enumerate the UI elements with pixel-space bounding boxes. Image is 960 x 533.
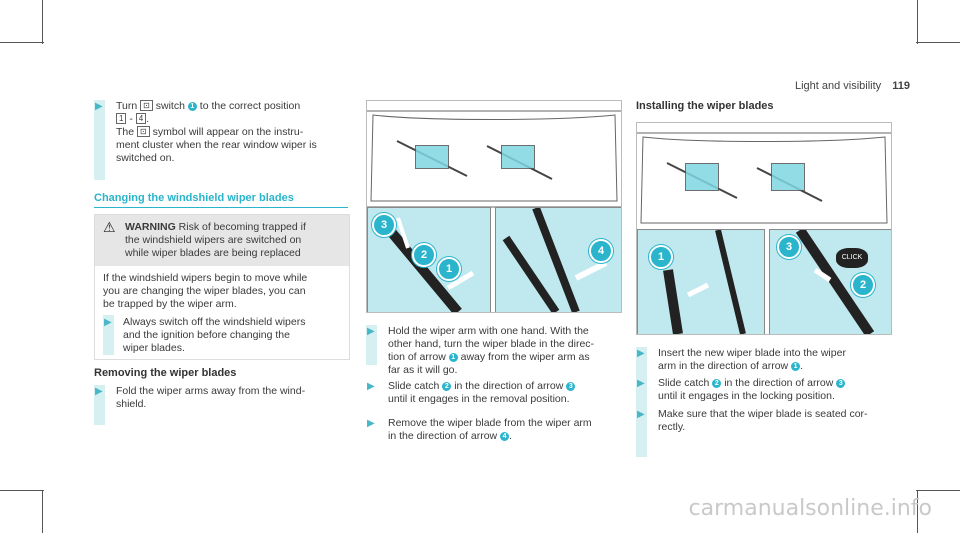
warning-step: Always switch off the windshield wipers … xyxy=(123,316,306,354)
step-bar xyxy=(103,315,114,355)
callout-4: 4 xyxy=(589,239,613,263)
windshield-illustration xyxy=(637,132,891,224)
warning-body: If the windshield wipers begin to move w… xyxy=(103,272,308,310)
step-insert-blade: Insert the new wiper blade into the wipe… xyxy=(658,347,846,372)
highlight-left-blade xyxy=(685,163,719,191)
ref-number-3: 3 xyxy=(836,379,846,388)
watermark: carmanualsonline.info xyxy=(688,496,932,521)
ref-number-2: 2 xyxy=(442,382,452,391)
section-name: Light and visibility xyxy=(794,80,882,92)
step-slide-catch: Slide catch 2 in the direction of arrow … xyxy=(658,377,890,403)
ref-number-3: 3 xyxy=(566,382,576,391)
click-burst: CLICK xyxy=(836,248,868,268)
highlight-right-blade xyxy=(771,163,805,191)
wiper-blade-illustration xyxy=(795,227,875,334)
step-bar xyxy=(94,385,105,425)
ref-number-1: 1 xyxy=(791,362,801,371)
crop-mark xyxy=(916,42,960,43)
wiper-blade-illustration xyxy=(502,206,608,312)
step-remove-blade: Remove the wiper blade from the wiper ar… xyxy=(388,417,592,442)
callout-1: 1 xyxy=(649,245,673,269)
callout-3: 3 xyxy=(777,235,801,259)
warning-header: ⚠ WARNING Risk of becoming trapped if th… xyxy=(95,215,349,266)
crop-mark xyxy=(917,0,918,44)
rear-wiper-icon: ⊡ xyxy=(140,100,153,111)
step-turn-switch: Turn ⊡ switch 1 to the correct position … xyxy=(116,100,317,164)
warning-triangle-icon: ⚠ xyxy=(103,219,116,235)
crop-mark xyxy=(42,0,43,44)
bullet-arrow-icon: ▶ xyxy=(95,386,103,397)
rear-wiper-icon: ⊡ xyxy=(137,126,150,137)
highlight-left-blade xyxy=(415,145,449,169)
step-bar xyxy=(366,325,377,365)
position-key-1: 1 xyxy=(116,113,127,124)
ref-number-1: 1 xyxy=(187,102,197,111)
crop-mark xyxy=(916,490,960,491)
step-bar xyxy=(94,100,105,180)
figure-removal: 3 2 1 4 xyxy=(366,100,622,313)
bullet-arrow-icon: ▶ xyxy=(367,418,375,429)
windshield-illustration xyxy=(367,110,621,208)
bullet-arrow-icon: ▶ xyxy=(637,409,645,420)
bullet-arrow-icon: ▶ xyxy=(637,348,645,359)
step-fold-arms: Fold the wiper arms away from the wind- … xyxy=(116,385,306,410)
callout-3: 3 xyxy=(372,213,396,237)
step-hold-arm: Hold the wiper arm with one hand. With t… xyxy=(388,325,595,376)
warning-label: WARNING xyxy=(125,221,176,233)
subsection-title: Installing the wiper blades xyxy=(636,100,774,112)
highlight-right-blade xyxy=(501,145,535,169)
bullet-arrow-icon: ▶ xyxy=(367,381,375,392)
section-title: Changing the windshield wiper blades xyxy=(94,192,294,204)
figure-installation: CLICK 1 3 2 xyxy=(636,122,892,335)
callout-2: 2 xyxy=(851,273,875,297)
step-check-seated: Make sure that the wiper blade is seated… xyxy=(658,408,868,433)
bullet-arrow-icon: ▶ xyxy=(637,378,645,389)
bullet-arrow-icon: ▶ xyxy=(104,317,112,328)
crop-mark xyxy=(42,490,43,533)
subsection-title: Removing the wiper blades xyxy=(94,367,237,379)
callout-1: 1 xyxy=(437,257,461,281)
ref-number-2: 2 xyxy=(712,379,722,388)
running-header: Light and visibility 119 xyxy=(795,80,910,92)
crop-mark xyxy=(917,490,918,533)
wiper-blade-illustration xyxy=(384,217,475,312)
page-number: 119 xyxy=(892,80,910,92)
callout-2: 2 xyxy=(412,243,436,267)
warning-box: ⚠ WARNING Risk of becoming trapped if th… xyxy=(94,214,350,360)
position-key-4: 4 xyxy=(135,113,147,124)
bullet-arrow-icon: ▶ xyxy=(95,101,103,112)
wiper-blade-illustration xyxy=(663,229,746,334)
crop-mark xyxy=(0,490,44,491)
step-slide-catch: Slide catch 2 in the direction of arrow … xyxy=(388,380,620,406)
step-bar xyxy=(636,347,647,457)
section-rule xyxy=(94,207,348,208)
crop-mark xyxy=(0,42,44,43)
ref-number-4: 4 xyxy=(500,432,510,441)
ref-number-1: 1 xyxy=(448,353,458,362)
bullet-arrow-icon: ▶ xyxy=(367,326,375,337)
